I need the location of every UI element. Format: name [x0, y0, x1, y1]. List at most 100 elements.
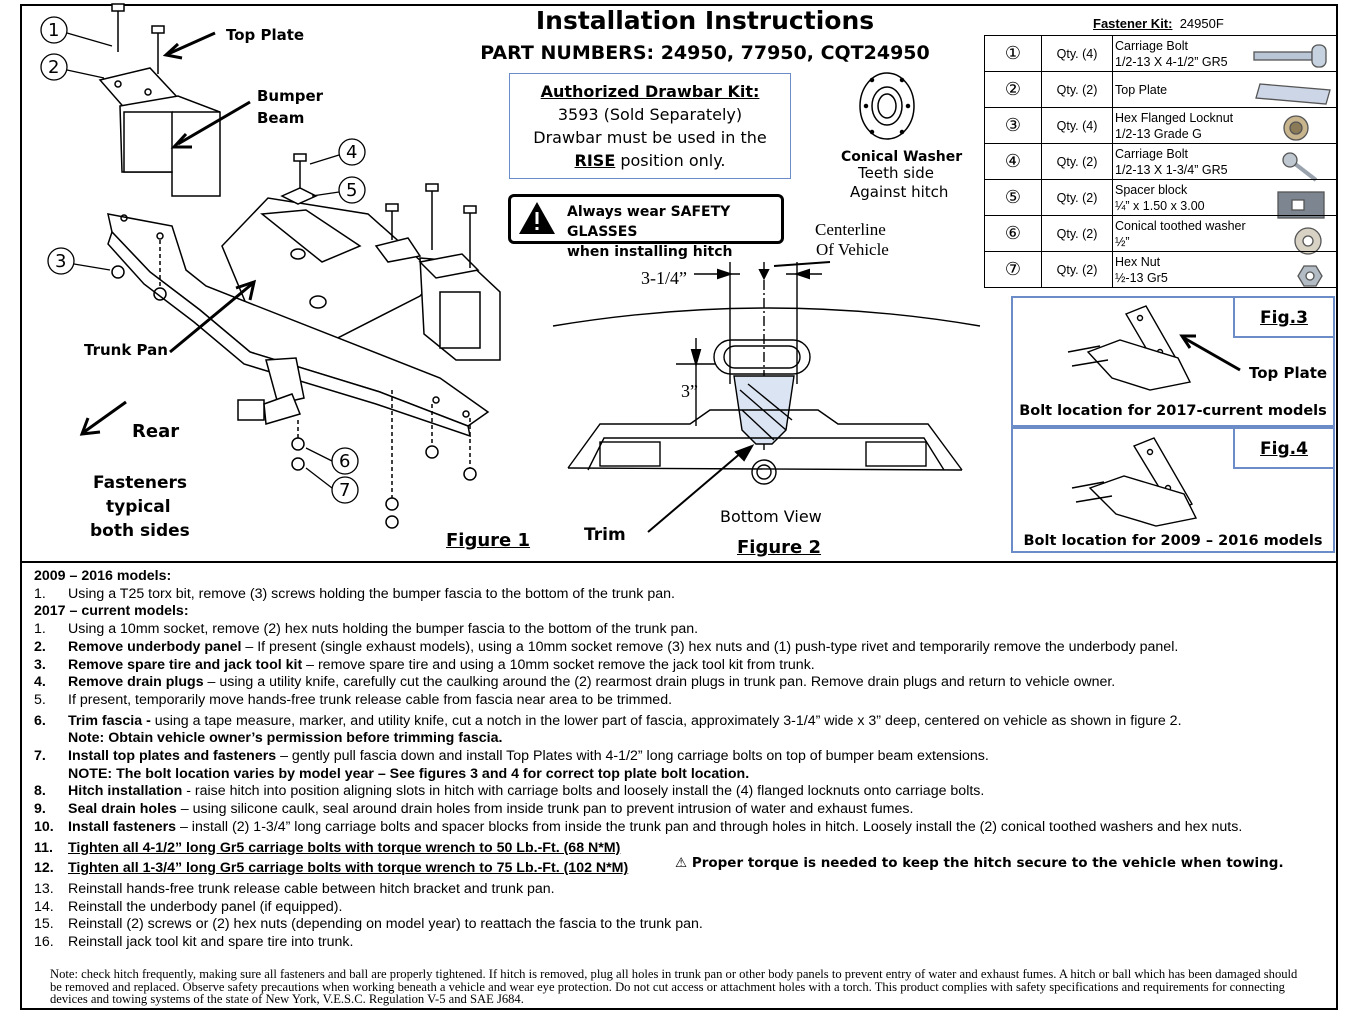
step-text: – gently pull fascia down and install To… [276, 748, 989, 765]
fig4-box: Fig.4 Bolt location for 2009 – 2016 mode… [1011, 427, 1335, 553]
step-num: 5. [34, 691, 46, 708]
figure2-caption: Figure 2 [737, 537, 822, 558]
kit-desc-line1: Hex Nut [1115, 254, 1161, 269]
figure2-drawing [552, 262, 981, 485]
drawbar-line1: 3593 (Sold Separately) [557, 105, 743, 124]
step-text: Tighten all 4-1/2” long Gr5 carriage bol… [68, 839, 621, 856]
label-typical: typical [106, 497, 171, 517]
kit-qty: Qty. (4) [1041, 35, 1113, 72]
step-text: – install (2) 1-3/4” long carriage bolts… [176, 818, 1243, 835]
label-width: 3-1/4” [641, 268, 687, 288]
kit-desc-line2: ½-13 Gr5 [1115, 270, 1168, 285]
callout-3: 3 [55, 251, 67, 272]
step-text: Reinstall the underbody panel (if equipp… [68, 898, 343, 915]
part-numbers: PART NUMBERS: 24950, 77950, CQT24950 [480, 42, 930, 64]
callout-7: 7 [339, 480, 351, 501]
step-bold: Remove spare tire and jack tool kit [68, 656, 303, 673]
label-bottom-view: Bottom View [720, 507, 822, 526]
list-item: 12.Tighten all 1-3/4” long Gr5 carriage … [34, 860, 1324, 878]
kit-desc-line1: Hex Flanged Locknut [1115, 110, 1234, 125]
figure1-callouts [40, 16, 366, 504]
fastener-kit-code: 24950F [1179, 16, 1224, 31]
washer-line3: Against hitch [850, 183, 949, 201]
list-item: 9.Seal drain holes – using silicone caul… [34, 801, 1324, 819]
figure1-caption: Figure 1 [446, 530, 531, 551]
kit-num: ⑦ [984, 251, 1042, 288]
figure1-arrows [79, 31, 257, 436]
kit-desc-line2: 1/2-13 X 4-1/2” GR5 [1115, 54, 1228, 69]
step-num: 3. [34, 656, 46, 673]
conical-washer-icon [1253, 215, 1338, 252]
list-item: 11.Tighten all 4-1/2” long Gr5 carriage … [34, 840, 1324, 858]
kit-desc: Top Plate [1112, 71, 1253, 108]
step-num: 6. [34, 712, 46, 729]
step-num: 7. [34, 748, 46, 765]
footer-note: Note: check hitch frequently, making sur… [50, 967, 1298, 1006]
step-text: Reinstall hands-free trunk release cable… [68, 880, 555, 897]
step-text: Reinstall (2) screws or (2) hex nuts (de… [68, 916, 703, 933]
section-divider [20, 561, 1338, 563]
washer-line2: Teeth side [858, 164, 934, 182]
step-num: 9. [34, 801, 46, 818]
step-text: Using a T25 torx bit, remove (3) screws … [68, 585, 675, 602]
table-row: ② Qty. (2) Top Plate [984, 71, 1338, 108]
drawbar-line2: Drawbar must be used in the [533, 128, 767, 147]
list-item: 15. Reinstall (2) screws or (2) hex nuts … [34, 916, 1324, 934]
safety-line1: Always wear SAFETY GLASSES [567, 204, 731, 240]
torque-warning: ⚠ Proper torque is needed to keep the hi… [675, 855, 1284, 871]
list-item: 2.Remove underbody panel – If present (s… [34, 639, 1324, 657]
fig4-tag: Fig.4 [1233, 429, 1333, 469]
step-num: 1. [34, 585, 46, 602]
step-text: - raise hitch into position aligning slo… [182, 783, 985, 800]
list-item: 6. Trim fascia - using a tape measure, ma… [34, 713, 1324, 731]
list-item: 10.Install fasteners – install (2) 1-3/4… [34, 819, 1324, 837]
step-bold: Hitch installation [68, 783, 183, 800]
step-text: – using a utility knife, carefully cut t… [203, 674, 1116, 691]
step-bold: Install fasteners [68, 818, 177, 835]
step-num: 15. [34, 916, 54, 933]
fastener-kit-title: Fastener Kit: 24950F [1093, 16, 1224, 31]
label-trunk-pan: Trunk Pan [84, 341, 168, 359]
washer-title: Conical Washer [841, 149, 963, 165]
kit-qty: Qty. (2) [1041, 179, 1113, 216]
step-bold: Remove underbody panel [68, 638, 242, 655]
label-beam: Beam [257, 109, 305, 127]
step-num: 12. [34, 860, 54, 877]
drawbar-heading: Authorized Drawbar Kit: [540, 82, 760, 101]
kit-num: ① [984, 35, 1042, 72]
kit-qty: Qty. (2) [1041, 143, 1113, 180]
top-plate-icon [1253, 71, 1338, 108]
label-centerline: Centerline [815, 220, 886, 239]
figure2-arrows [647, 261, 831, 533]
step-bold: Trim fascia - [68, 712, 151, 729]
warning-icon: ⚠ [675, 855, 688, 871]
list-item: 1. Using a T25 torx bit, remove (3) screw… [34, 586, 1324, 604]
step-bold: Install top plates and fasteners [68, 748, 277, 765]
drawbar-line3-rest: position only. [615, 151, 726, 170]
fig3-tag: Fig.3 [1233, 298, 1333, 338]
figure1-drawing [98, 3, 501, 529]
list-item: 14.Reinstall the underbody panel (if equ… [34, 899, 1324, 917]
step-text: – If present (single exhaust models), us… [241, 638, 1179, 655]
step-text: Using a 10mm socket, remove (2) hex nuts… [68, 621, 699, 638]
safety-text: Always wear SAFETY GLASSES when installi… [567, 202, 781, 262]
label-trim: Trim [584, 525, 626, 545]
warning-triangle-icon [519, 202, 555, 234]
rise-label: RISE [574, 151, 616, 170]
kit-desc-line2: ½” [1115, 234, 1130, 249]
drawbar-line3: RISE position only. [510, 149, 790, 172]
step-num: 13. [34, 880, 54, 897]
list-item: 8.Hitch installation - raise hitch into … [34, 783, 1324, 801]
step-num: 1. [34, 621, 46, 638]
step-note: Note: Obtain vehicle owner’s permission … [68, 730, 503, 747]
step-text: using a tape measure, marker, and utilit… [150, 712, 1182, 729]
list-item: 3.Remove spare tire and jack tool kit – … [34, 657, 1324, 675]
conical-washer-drawing [859, 72, 915, 140]
step-text: – using silicone caulk, seal around drai… [176, 801, 914, 818]
